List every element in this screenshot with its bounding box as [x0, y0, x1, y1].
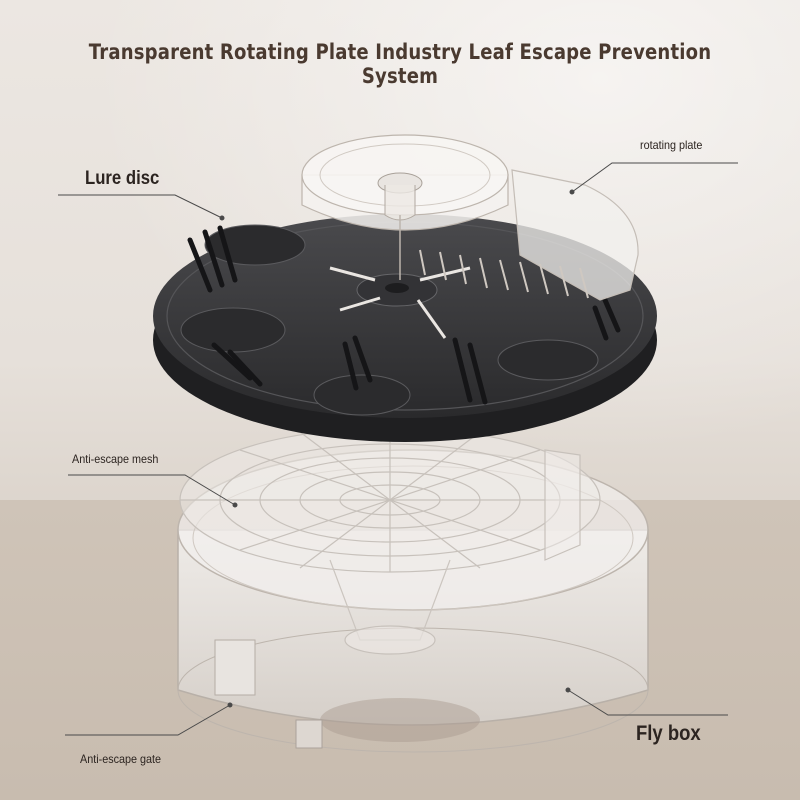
- rotating-plate: [301, 134, 639, 301]
- lure-disc: [153, 214, 657, 442]
- label-anti-escape-mesh: Anti-escape mesh: [72, 452, 159, 466]
- page-title: Transparent Rotating Plate Industry Leaf…: [88, 40, 712, 88]
- label-fly-box: Fly box: [636, 722, 701, 745]
- callout-lines: [58, 162, 738, 736]
- label-rotating-plate: rotating plate: [640, 138, 703, 152]
- anti-escape-gate-opening: [214, 639, 256, 696]
- anti-escape-mesh: [179, 427, 601, 655]
- label-anti-escape-gate: Anti-escape gate: [80, 752, 162, 766]
- label-lure-disc: Lure disc: [85, 168, 160, 189]
